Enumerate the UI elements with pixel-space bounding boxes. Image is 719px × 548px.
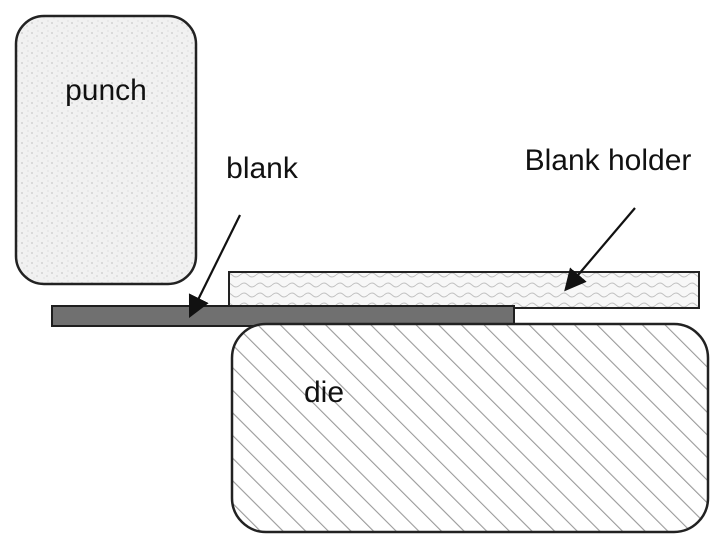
punch-label: punch <box>65 74 147 107</box>
blank-arrow <box>188 214 241 318</box>
die-label: die <box>304 376 344 409</box>
blank-holder-label: Blank holder <box>525 144 692 177</box>
die <box>230 322 710 534</box>
blank-holder <box>228 271 700 309</box>
blank-holder-arrow <box>564 207 636 292</box>
punch <box>14 14 198 286</box>
blank-label: blank <box>226 152 299 185</box>
